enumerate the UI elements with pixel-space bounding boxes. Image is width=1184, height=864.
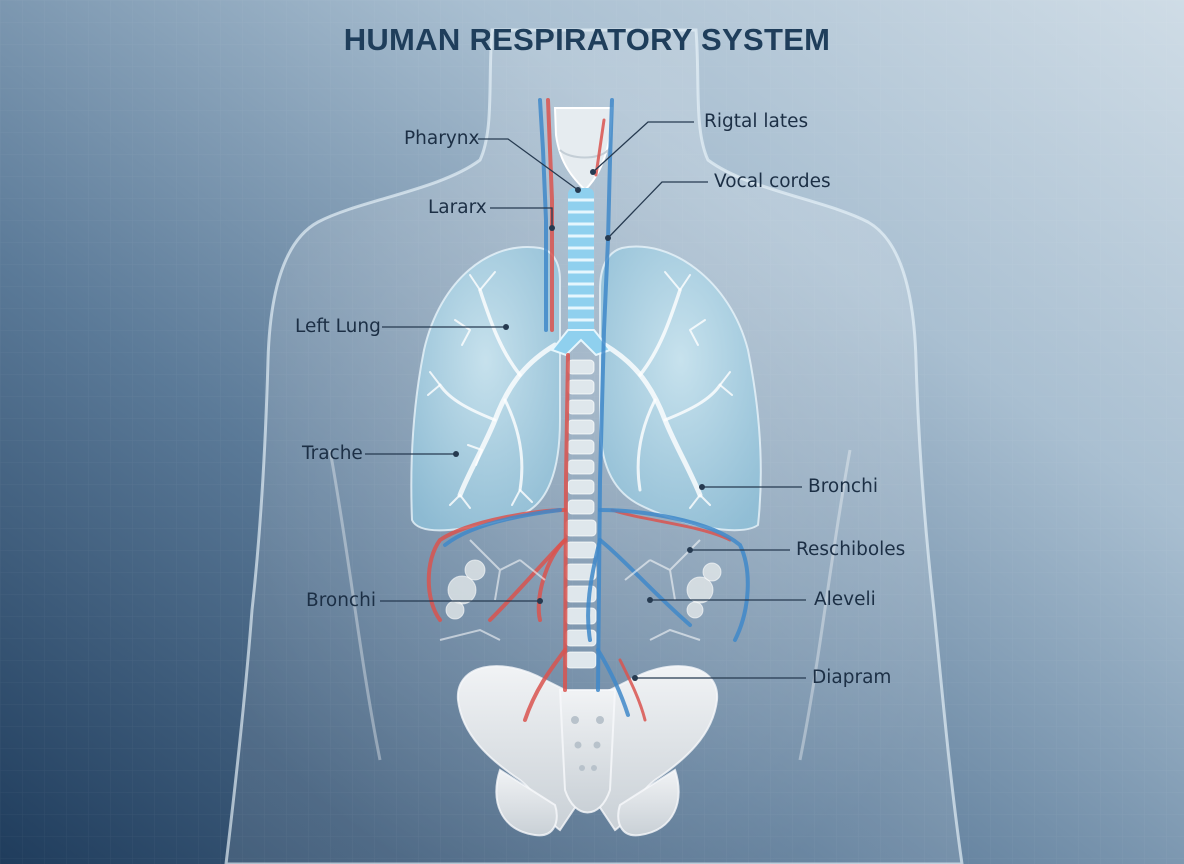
spine (565, 359, 597, 669)
label-bronchi-left: Bronchi (306, 590, 376, 611)
left-bronchial-tree (427, 271, 558, 509)
label-rigtal-lates: Rigtal lates (704, 111, 809, 132)
right-bronchial-tree (602, 271, 733, 509)
leader-pharynx (478, 138, 579, 191)
label-diapram: Diapram (812, 667, 892, 688)
leader-vocal-cordes (607, 181, 708, 239)
pelvis (456, 665, 719, 837)
leader-lines (365, 121, 806, 679)
label-vocal-cordes: Vocal cordes (714, 171, 831, 192)
leader-lararx (490, 207, 553, 228)
larynx-ring (559, 149, 609, 159)
label-aleveli: Aleveli (814, 589, 876, 610)
diagram-title: HUMAN RESPIRATORY SYSTEM (343, 22, 831, 57)
label-reschiboles: Reschiboles (796, 539, 906, 560)
leader-endpoints (453, 169, 705, 681)
waist-contour (328, 449, 852, 761)
trachea (550, 188, 612, 357)
label-left-lung: Left Lung (295, 316, 381, 337)
label-pharynx: Pharynx (404, 128, 480, 149)
veins (443, 98, 750, 717)
label-bronchi-right: Bronchi (808, 476, 878, 497)
label-trache: Trache (302, 443, 363, 464)
leader-rigtal-lates (592, 121, 694, 173)
alveoli-clusters (445, 559, 722, 620)
sacrum-foramina (571, 716, 604, 771)
label-lararx: Lararx (428, 197, 487, 218)
